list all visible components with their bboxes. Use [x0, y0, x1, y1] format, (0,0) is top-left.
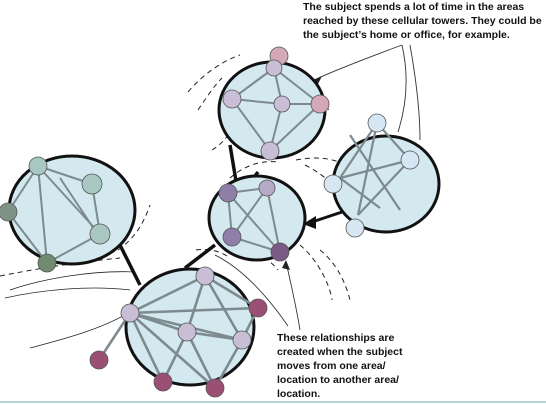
node	[265, 59, 283, 77]
node	[345, 218, 365, 238]
node	[400, 150, 420, 170]
node	[153, 372, 173, 392]
node	[81, 173, 103, 195]
nodes	[0, 46, 420, 398]
arrowhead-link	[303, 216, 316, 229]
node	[270, 242, 290, 262]
node	[218, 183, 238, 203]
node	[37, 253, 57, 273]
node	[232, 330, 252, 350]
node	[248, 298, 268, 318]
node	[260, 141, 280, 161]
arrowhead-bottom	[282, 260, 290, 270]
node	[89, 223, 111, 245]
node	[120, 303, 140, 323]
node	[195, 266, 215, 286]
annotation-top: The subject spends a lot of time in the …	[303, 1, 542, 41]
node	[258, 179, 276, 197]
node	[205, 378, 225, 398]
node	[310, 94, 330, 114]
node	[0, 202, 18, 222]
thin-connectors	[4, 254, 289, 349]
node	[222, 227, 242, 247]
node	[89, 350, 109, 370]
node	[28, 156, 48, 176]
bottom-rule	[0, 401, 546, 403]
node	[367, 113, 387, 133]
node	[222, 89, 242, 109]
node	[323, 174, 343, 194]
area-left	[7, 154, 137, 266]
node	[273, 95, 291, 113]
node	[177, 322, 197, 342]
annotation-bottom: These relationships are created when the…	[277, 332, 403, 400]
